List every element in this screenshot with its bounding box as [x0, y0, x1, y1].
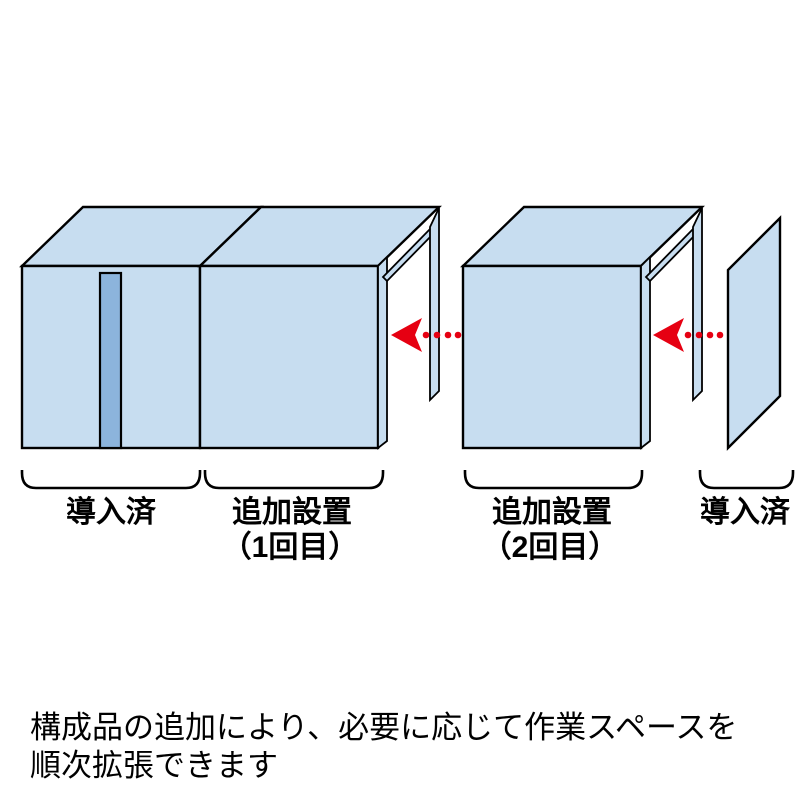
installed-unit-door-strip: [98, 271, 123, 450]
label-addition-2-line1: 追加設置: [492, 495, 612, 529]
installed-unit-box: [19, 205, 264, 450]
addition-2-box: [461, 205, 704, 450]
label-addition-1-line2: （1回目）: [222, 530, 359, 564]
label-installed-right: 導入済: [700, 496, 791, 529]
installed-side-panel: [726, 215, 782, 451]
bracket-addition-1: [203, 470, 385, 490]
bracket-addition-2: [463, 470, 644, 490]
addition-1-box: [198, 205, 441, 450]
label-addition-2-line2: （2回目）: [482, 530, 619, 564]
caption-line1: 構成品の追加により、必要に応じて作業スペースを: [30, 710, 737, 745]
caption-line2: 順次拡張できます: [30, 748, 278, 783]
bracket-installed-right: [698, 470, 795, 490]
label-addition-1-line1: 追加設置: [232, 495, 352, 529]
label-installed-left: 導入済: [66, 496, 157, 529]
bracket-installed-left: [20, 470, 202, 490]
dotted-left-arrow-icon: [653, 318, 724, 352]
dotted-left-arrow-icon: [391, 318, 462, 352]
